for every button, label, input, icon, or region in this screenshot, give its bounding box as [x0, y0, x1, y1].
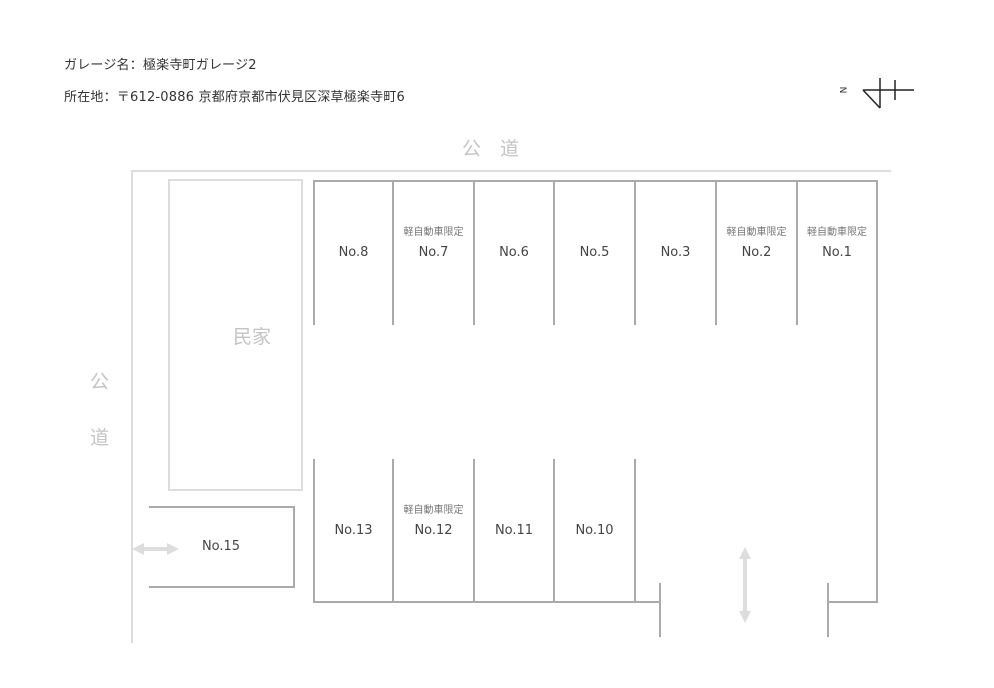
stall-label: No.11 — [494, 523, 534, 538]
stall-top-border — [313, 180, 878, 182]
vertical-double-arrow-icon — [739, 547, 751, 623]
stall-divider — [634, 459, 636, 603]
stall-divider — [313, 180, 315, 325]
road-left-char-2: 道 — [90, 427, 110, 449]
neighbor-house — [168, 179, 303, 491]
house-label: 民家 — [233, 326, 272, 348]
compass-lines-icon — [862, 78, 914, 109]
stall-label: No.15 — [201, 539, 241, 554]
road-left-char-1: 公 — [90, 371, 110, 393]
garage-name: ガレージ名：極楽寺町ガレージ2 — [64, 58, 257, 73]
parking-stall-2[interactable]: 軽自動車限定 No.2 — [717, 182, 796, 324]
kei-car-only-note: 軽自動車限定 — [807, 227, 867, 238]
parking-stall-10[interactable]: No.10 — [555, 461, 634, 601]
kei-car-only-note: 軽自動車限定 — [726, 227, 787, 238]
stall-divider — [553, 459, 555, 603]
parking-stall-15[interactable]: No.15 — [178, 508, 264, 586]
address: 所在地：〒612-0886 京都府京都市伏見区深草極楽寺町6 — [64, 90, 405, 105]
stall-label: No.7 — [418, 245, 449, 260]
stall-label: No.12 — [414, 523, 453, 538]
parking-stall-12[interactable]: 軽自動車限定 No.12 — [394, 461, 473, 601]
parking-stall-8[interactable]: No.8 — [315, 182, 392, 324]
left-road-boundary — [131, 170, 133, 643]
stall-divider — [796, 180, 798, 325]
stall-divider — [715, 180, 717, 325]
parking-stall-11[interactable]: No.11 — [475, 461, 553, 601]
stall-15-right-border — [293, 506, 295, 588]
kei-car-only-note: 軽自動車限定 — [403, 505, 464, 516]
parking-stall-5[interactable]: No.5 — [555, 182, 634, 324]
parking-stall-13[interactable]: No.13 — [315, 461, 392, 601]
stall-divider — [392, 459, 394, 603]
stall-label: No.1 — [822, 245, 852, 260]
lot-bottom-right-border — [827, 601, 878, 603]
stall-label: No.3 — [660, 245, 691, 260]
stall-label: No.5 — [579, 245, 610, 260]
road-top-label: 公 道 — [462, 138, 520, 160]
horizontal-double-arrow-icon — [132, 543, 179, 555]
stall-divider — [473, 459, 475, 603]
parking-stall-1[interactable]: 軽自動車限定 No.1 — [798, 182, 876, 324]
entrance-post-right — [827, 583, 829, 637]
stall-label: No.13 — [334, 523, 373, 538]
stall-15-top-border — [149, 506, 295, 508]
parking-stall-3[interactable]: No.3 — [636, 182, 715, 324]
stall-label: No.2 — [741, 245, 772, 260]
stall-label: No.6 — [499, 245, 529, 260]
stall-divider — [313, 459, 315, 603]
stall-divider — [553, 180, 555, 325]
parking-stall-7[interactable]: 軽自動車限定 No.7 — [394, 182, 473, 324]
top-road-boundary — [131, 170, 891, 172]
stall-divider — [392, 180, 394, 325]
parking-stall-6[interactable]: No.6 — [475, 182, 553, 324]
stall-label: No.10 — [575, 523, 614, 538]
stall-bottom-border — [313, 601, 661, 603]
stall-divider — [473, 180, 475, 325]
lot-right-border — [876, 180, 878, 603]
entrance-post-left — [659, 583, 661, 637]
north-arrow-icon: N — [839, 78, 920, 112]
kei-car-only-note: 軽自動車限定 — [403, 227, 464, 238]
stall-divider — [634, 180, 636, 325]
stall-15-bottom-border — [149, 586, 295, 588]
stall-label: No.8 — [338, 245, 369, 260]
